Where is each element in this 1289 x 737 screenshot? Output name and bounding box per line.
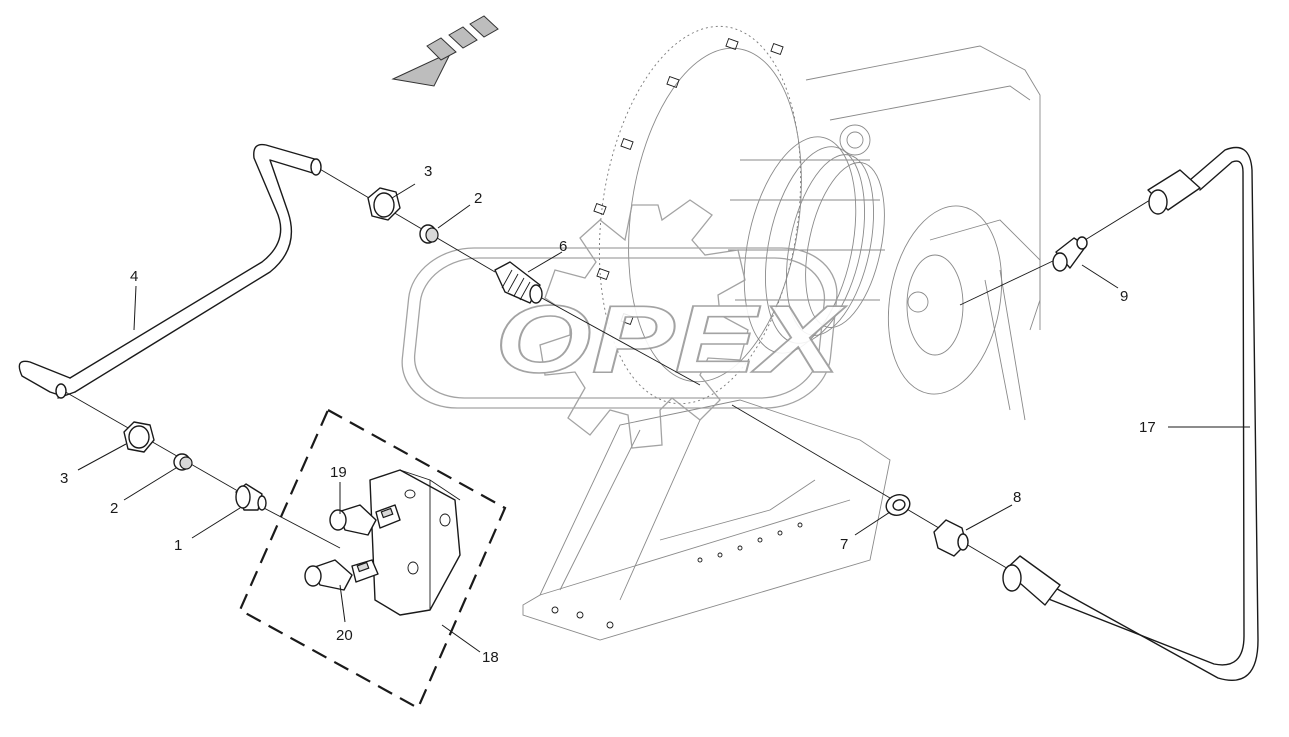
watermark-text: OPEX xyxy=(495,286,846,393)
pipe-4[interactable] xyxy=(18,143,322,399)
nut-3-upper[interactable] xyxy=(367,187,401,221)
winch-assembly xyxy=(522,25,1041,641)
callout-3-upper: 3 xyxy=(424,163,432,180)
callout-3-lower: 3 xyxy=(60,470,68,487)
washer-7[interactable] xyxy=(883,491,912,518)
callout-4: 4 xyxy=(130,268,138,285)
callout-2-upper: 2 xyxy=(474,190,482,207)
cartridge-20[interactable] xyxy=(304,559,379,591)
callout-1: 1 xyxy=(174,537,182,554)
cartridge-19[interactable] xyxy=(329,504,401,536)
callout-19: 19 xyxy=(330,464,347,481)
fitting-1[interactable] xyxy=(235,483,267,511)
fitting-9[interactable] xyxy=(1052,236,1088,272)
callout-2-lower: 2 xyxy=(110,500,118,517)
callout-9: 9 xyxy=(1120,288,1128,305)
fitting-6[interactable] xyxy=(494,261,543,304)
opex-watermark: OPEX xyxy=(401,199,847,449)
hose-17[interactable] xyxy=(1002,146,1259,681)
direction-arrow-icon xyxy=(391,15,499,87)
ring-2-upper[interactable] xyxy=(419,224,439,244)
valve-block-18[interactable] xyxy=(238,408,507,710)
callout-labels: 1 2 2 3 3 4 6 7 8 9 17 18 19 20 xyxy=(60,163,1156,666)
callout-20: 20 xyxy=(336,627,353,644)
fitting-8[interactable] xyxy=(933,519,969,557)
ring-2-lower[interactable] xyxy=(173,453,193,471)
nut-3-lower[interactable] xyxy=(123,421,155,453)
callout-17: 17 xyxy=(1139,419,1156,436)
callout-18: 18 xyxy=(482,649,499,666)
callout-6: 6 xyxy=(559,238,567,255)
leader-lines xyxy=(77,183,1250,653)
callout-8: 8 xyxy=(1013,489,1021,506)
callout-7: 7 xyxy=(840,536,848,553)
